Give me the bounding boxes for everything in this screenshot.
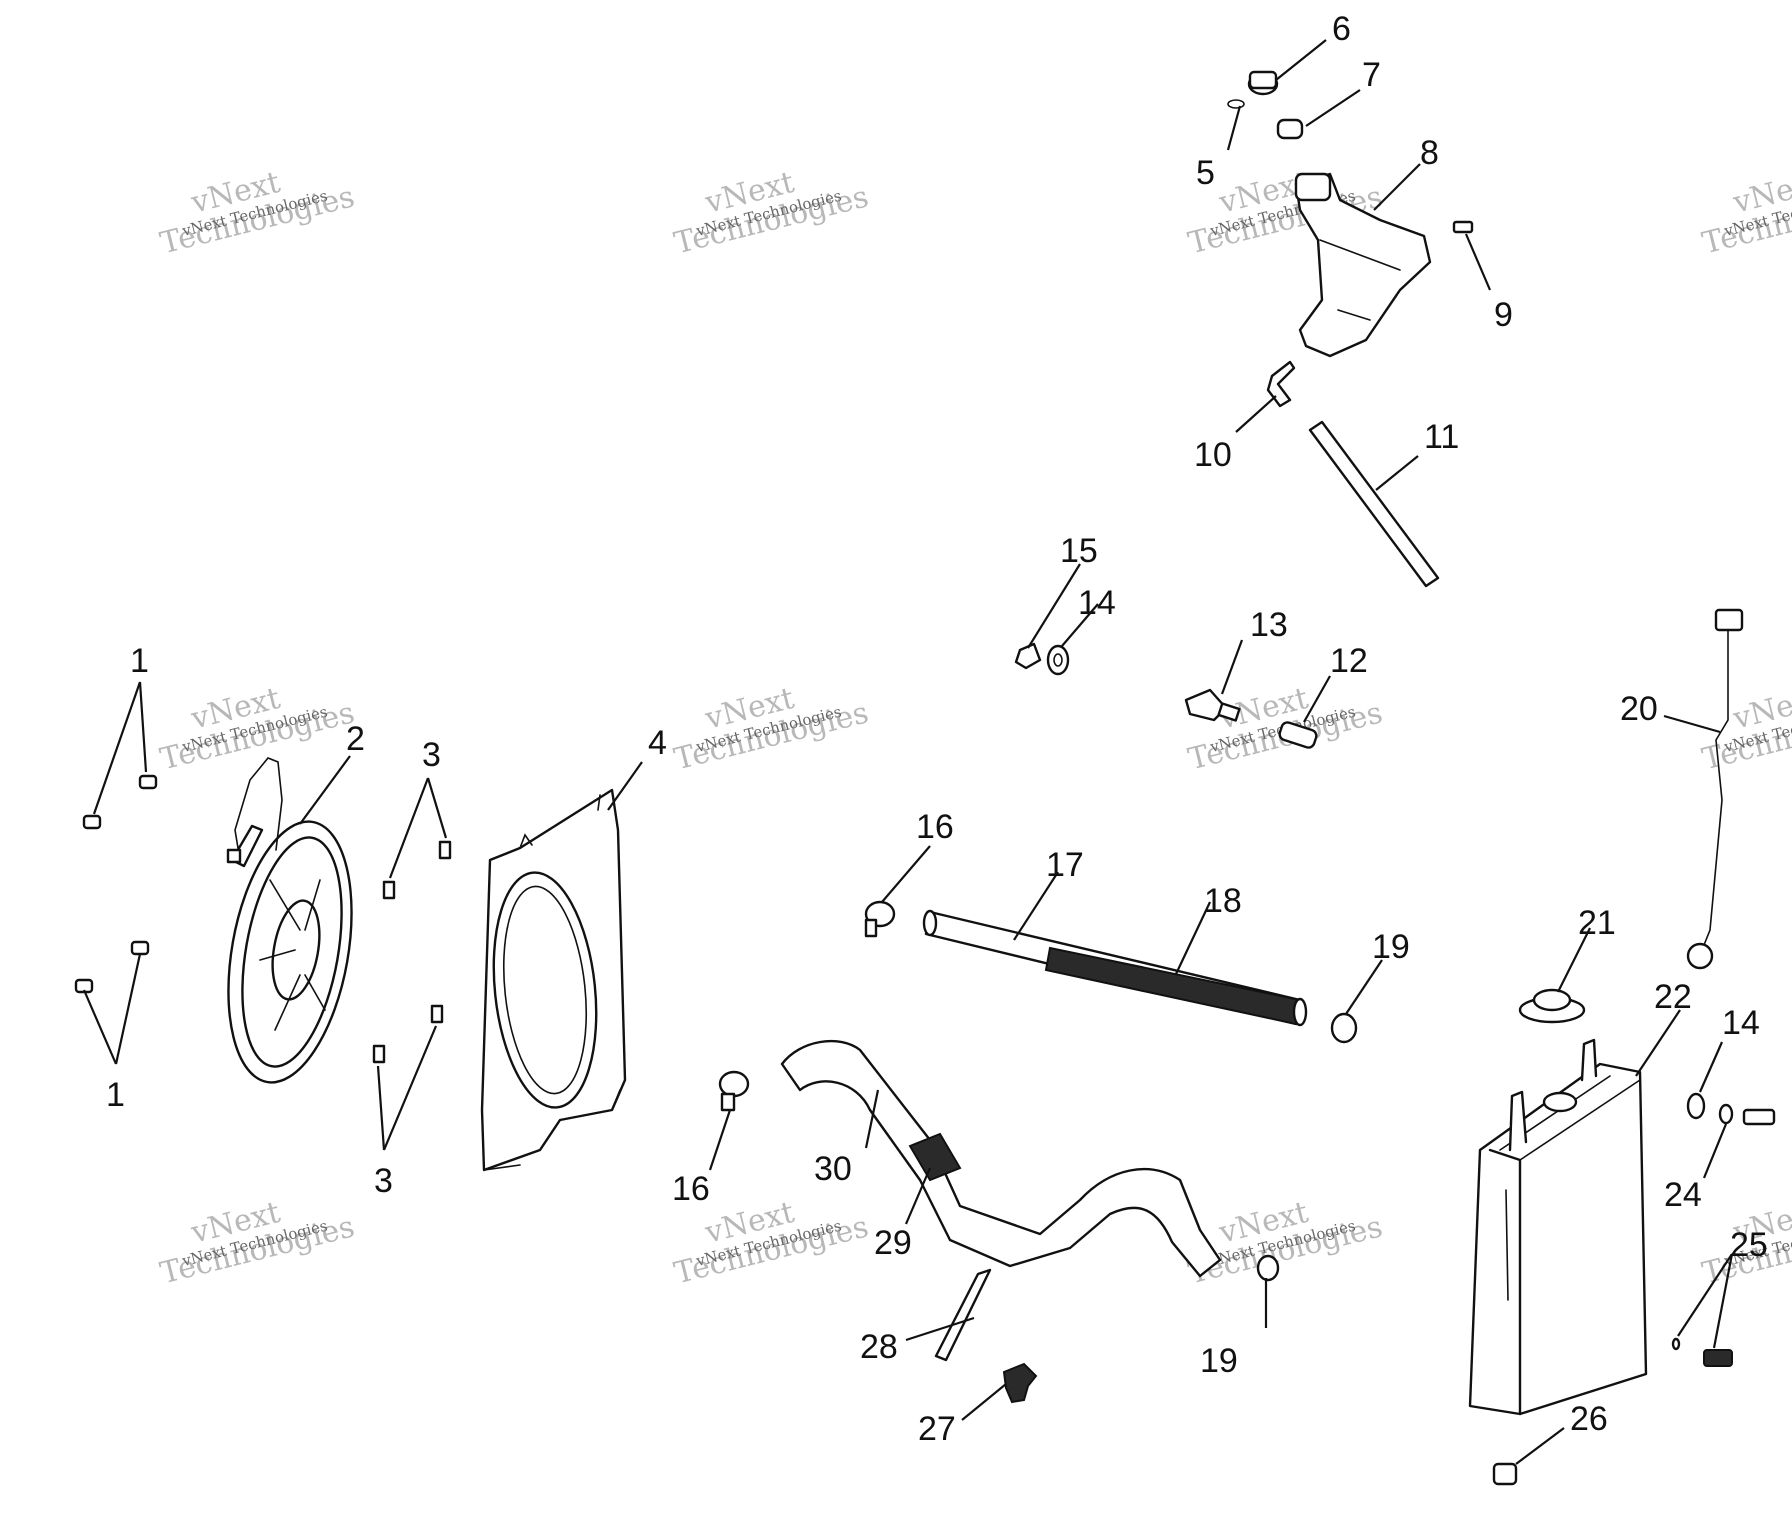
fitting-part-10 xyxy=(1266,360,1296,408)
sensor-harness-part-20 xyxy=(1686,608,1744,970)
callout-17: 17 xyxy=(1046,846,1084,884)
callout-9: 9 xyxy=(1494,296,1513,334)
callout-3-bottom: 3 xyxy=(374,1162,393,1200)
connector-parts-12-13 xyxy=(1184,688,1318,749)
callout-3-top: 3 xyxy=(422,736,441,774)
callout-8: 8 xyxy=(1420,134,1439,172)
push-clip-part-27 xyxy=(1002,1362,1038,1404)
parts xyxy=(74,70,1776,1486)
callout-15: 15 xyxy=(1060,532,1098,570)
bolt-part-9 xyxy=(1452,220,1474,234)
clip-part-3 xyxy=(372,840,452,1064)
callout-28: 28 xyxy=(860,1328,898,1366)
callout-30: 30 xyxy=(814,1150,852,1188)
callout-6: 6 xyxy=(1332,10,1351,48)
sensor-part-25 xyxy=(1671,1337,1733,1367)
callout-12: 12 xyxy=(1330,642,1368,680)
drain-plug-part-26 xyxy=(1492,1462,1518,1486)
cap-seal-parts-5-6-7 xyxy=(1227,70,1304,140)
hose-sleeve-parts-17-18 xyxy=(922,909,1308,1027)
callout-29: 29 xyxy=(874,1224,912,1262)
callout-25: 25 xyxy=(1730,1226,1768,1264)
callout-26: 26 xyxy=(1570,1400,1608,1438)
clamp-part-19 xyxy=(1256,1012,1358,1282)
callout-22: 22 xyxy=(1654,978,1692,1016)
callout-20: 20 xyxy=(1620,690,1658,728)
callout-4: 4 xyxy=(648,724,667,762)
callout-13: 13 xyxy=(1250,606,1288,644)
callout-21: 21 xyxy=(1578,904,1616,942)
fan-assembly-part-2 xyxy=(226,757,353,1084)
callout-19-bottom: 19 xyxy=(1200,1342,1238,1380)
callout-2: 2 xyxy=(346,720,365,758)
callout-11: 11 xyxy=(1424,418,1459,456)
radiator-cap-part-21 xyxy=(1518,988,1586,1024)
callout-16-top: 16 xyxy=(916,808,954,846)
callout-18: 18 xyxy=(1204,882,1242,920)
coolant-reservoir-part-8 xyxy=(1294,172,1432,358)
screw-part-1 xyxy=(74,774,158,994)
callout-19-top: 19 xyxy=(1372,928,1410,966)
washer-nut-parts-14-15 xyxy=(1014,642,1776,1126)
callout-1-top: 1 xyxy=(130,642,149,680)
callout-24: 24 xyxy=(1664,1176,1702,1214)
leader-lines xyxy=(82,39,1734,1465)
tie-strap-part-28 xyxy=(934,1268,992,1362)
callout-labels: 1 1 2 3 3 4 5 6 7 8 9 10 11 12 13 14 14 … xyxy=(106,10,1768,1448)
callout-27: 27 xyxy=(918,1410,956,1448)
callout-1-bottom: 1 xyxy=(106,1076,125,1114)
fan-shroud-part-4 xyxy=(480,788,627,1172)
callout-7: 7 xyxy=(1362,56,1381,94)
hose-part-11 xyxy=(1308,420,1440,588)
hose-clamp-part-16 xyxy=(718,900,896,1112)
callout-10: 10 xyxy=(1194,436,1232,474)
callout-14-top: 14 xyxy=(1078,584,1116,622)
lower-hose-parts-29-30 xyxy=(780,1039,1222,1278)
callout-16-bottom: 16 xyxy=(672,1170,710,1208)
callout-5: 5 xyxy=(1196,154,1215,192)
callout-14-right: 14 xyxy=(1722,1004,1760,1042)
radiator-part-22 xyxy=(1468,1038,1648,1416)
